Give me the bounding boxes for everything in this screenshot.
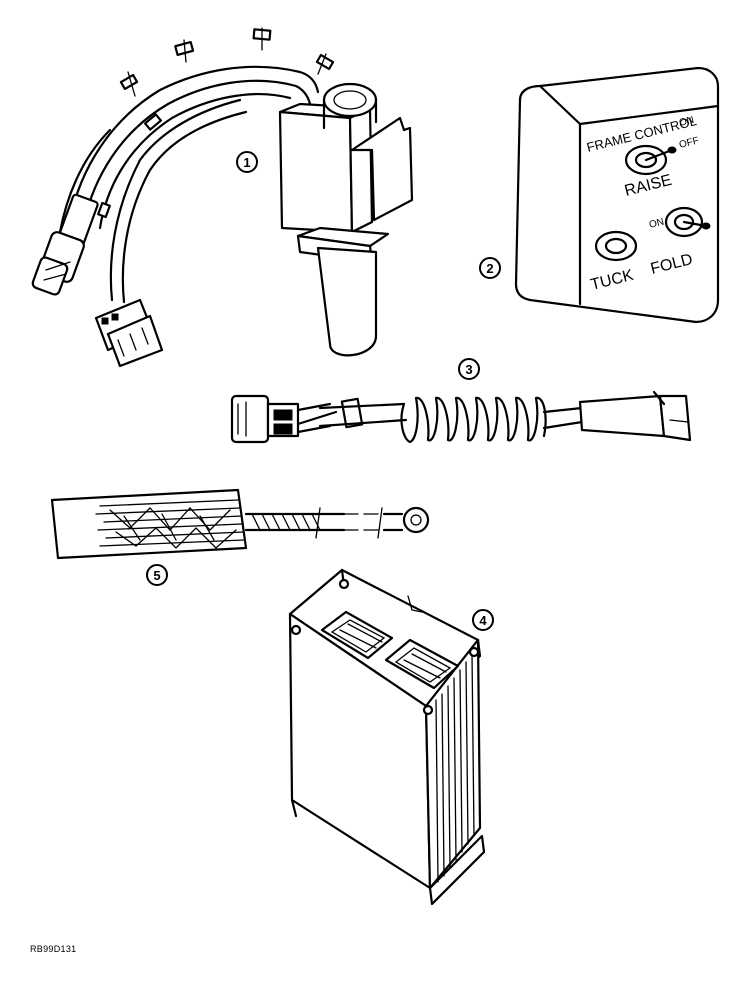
switch-on-label: ON — [678, 115, 695, 129]
control-module: 4 — [288, 568, 494, 906]
harness-connector-left — [31, 193, 99, 296]
callout-3-label: 3 — [465, 362, 472, 377]
frame-control-switch-box: FRAME CONTROL ON OFF RAISE ON TUCK FOLD … — [479, 66, 720, 324]
cable-coil — [400, 396, 547, 444]
module-connector-1 — [320, 610, 394, 660]
callout-3: 3 — [458, 358, 480, 380]
callout-1: 1 — [236, 151, 258, 173]
callout-2-label: 2 — [486, 261, 493, 276]
fold-toggle-switch — [664, 206, 711, 238]
harness-connector-lower — [94, 298, 164, 368]
ground-brush: 5 — [50, 488, 430, 586]
callout-4-label: 4 — [479, 613, 487, 628]
sensor-body — [278, 82, 414, 357]
callout-1-label: 1 — [243, 155, 250, 170]
callout-2: 2 — [479, 257, 501, 279]
reference-code: RB99D131 — [30, 944, 77, 954]
coiled-cable: 3 — [230, 358, 692, 444]
callout-5: 5 — [146, 564, 168, 586]
tuck-toggle-switch — [594, 230, 638, 262]
wiring-harness-with-sensor: 1 — [31, 27, 414, 368]
callout-5-label: 5 — [153, 568, 160, 583]
switch-on-label-2: ON — [648, 217, 665, 231]
callout-4: 4 — [472, 609, 494, 631]
heat-sink-fins — [435, 653, 475, 883]
switch-off-label: OFF — [678, 135, 700, 151]
module-connector-2 — [384, 638, 460, 690]
raise-toggle-switch — [624, 144, 677, 176]
brush-bristles — [95, 499, 245, 549]
